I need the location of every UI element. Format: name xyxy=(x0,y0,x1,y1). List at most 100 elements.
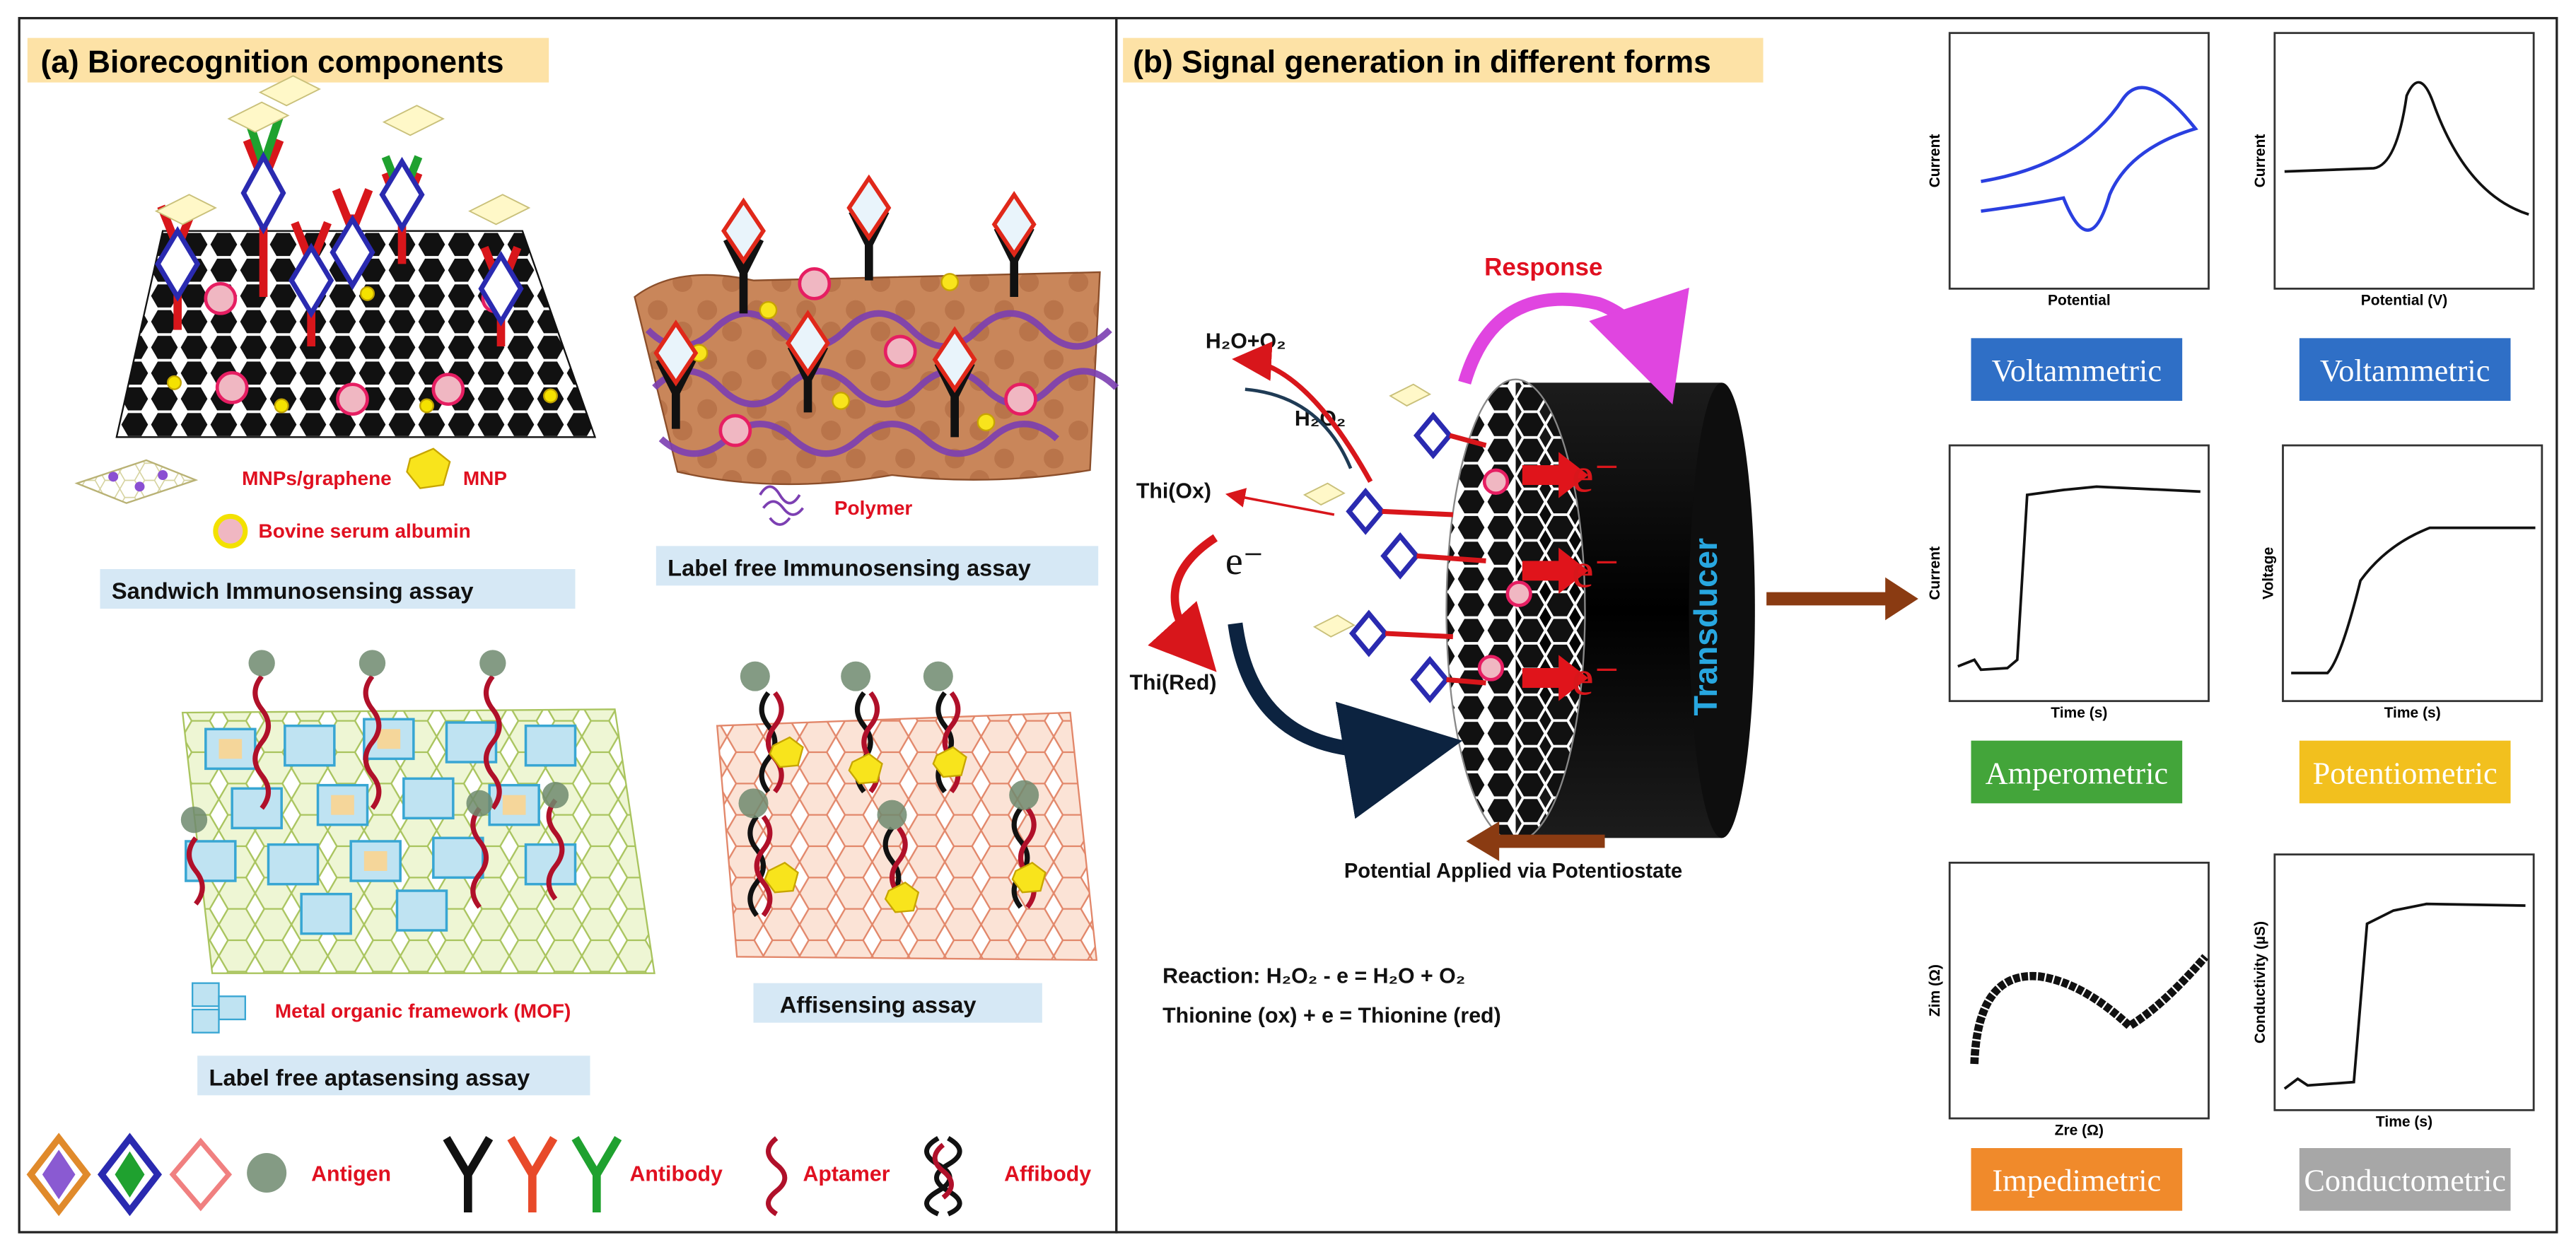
label-polymer: Polymer xyxy=(834,497,913,519)
aptasensing-illustration xyxy=(180,650,655,974)
mof-icon xyxy=(192,982,246,1034)
reaction-line-1: Reaction: H₂O₂ - e = H₂O + O₂ xyxy=(1162,965,1465,988)
affisensing-label-bg xyxy=(753,983,1042,1023)
method-badge xyxy=(2299,1148,2511,1211)
electron-return-arrow xyxy=(1228,622,1463,819)
thi-ox-label: Thi(Ox) xyxy=(1136,480,1211,503)
method-badge-label: Potentiometric xyxy=(2313,755,2498,790)
output-arrow xyxy=(1766,577,1918,621)
chart-curve xyxy=(2283,902,2526,1090)
thi-red-label: Thi(Red) xyxy=(1130,671,1217,694)
method-badge-label: Voltammetric xyxy=(2320,353,2490,388)
electron-cycle-label: e⁻ xyxy=(1225,539,1264,583)
potential-applied-label: Potential Applied via Potentiostate xyxy=(1344,860,1682,882)
chart-xlabel: Time (s) xyxy=(2384,705,2441,721)
thi-ox-arrow xyxy=(1225,488,1335,516)
label-free-immuno-label-bg xyxy=(655,546,1099,586)
chart-xlabel: Time (s) xyxy=(2376,1114,2432,1130)
electrode-bioreceptors xyxy=(1302,383,1532,703)
panel-b-title: (b) Signal generation in different forms xyxy=(1133,45,1711,80)
affisensing-label: Affisensing assay xyxy=(780,992,977,1018)
electron-label-1: e⁻ xyxy=(1572,448,1620,503)
affisensing-illustration xyxy=(716,661,1098,961)
electron-label-2: e⁻ xyxy=(1572,544,1620,599)
mnps-graphene-icon xyxy=(74,459,199,504)
chart-ylabel: Voltage xyxy=(2260,547,2276,599)
method-badge xyxy=(2299,740,2511,804)
antigen-icons xyxy=(26,1133,287,1217)
method-badge-label: Conductometric xyxy=(2304,1163,2506,1198)
chart-ylabel: Conductivity (µS) xyxy=(2252,921,2268,1043)
h2o2-cycle-arc xyxy=(1245,387,1353,469)
method-badge xyxy=(1971,338,2183,401)
chart-frame xyxy=(2282,444,2543,703)
transducer-cylinder xyxy=(1445,378,1755,843)
electron-arrows xyxy=(1522,452,1589,701)
transducer-label: Transducer xyxy=(1687,538,1724,716)
label-free-immuno-illustration xyxy=(634,174,1119,486)
method-badge xyxy=(1971,740,2183,804)
aptasensing-label: Label free aptasensing assay xyxy=(209,1064,530,1090)
chart-xlabel: Time (s) xyxy=(2051,705,2107,721)
chart-frame xyxy=(2273,853,2535,1111)
mnp-icon xyxy=(406,447,451,489)
label-bsa: Bovine serum albumin xyxy=(259,520,471,542)
chart-curve xyxy=(1981,86,2198,232)
chart-frame xyxy=(1948,444,2210,703)
label-free-immuno-label: Label free Immunosensing assay xyxy=(668,554,1031,580)
potential-arrow xyxy=(1466,821,1605,861)
aptamer-icon xyxy=(766,1136,788,1217)
chart-xlabel: Zre (Ω) xyxy=(2055,1122,2104,1138)
method-badge xyxy=(1971,1148,2183,1211)
label-antibody: Antibody xyxy=(630,1163,723,1186)
chart-5: Zim (Ω) Zre (Ω) Impedimetric xyxy=(1927,861,2210,1211)
sandwich-assay-illustration xyxy=(115,75,597,438)
bsa-icon xyxy=(213,513,248,549)
panel-b-title-bg xyxy=(1123,37,1764,83)
thi-cycle-red-arrow xyxy=(1148,534,1218,672)
chart-curve xyxy=(1970,954,2209,1065)
chart-frame xyxy=(1948,32,2210,290)
response-label: Response xyxy=(1484,254,1602,281)
chart-xlabel: Potential (V) xyxy=(2361,293,2448,309)
chart-ylabel: Current xyxy=(2252,134,2268,188)
sandwich-assay-label: Sandwich Immunosensing assay xyxy=(112,578,474,604)
label-antigen: Antigen xyxy=(311,1163,391,1186)
method-badge xyxy=(2299,338,2511,401)
chart-frame xyxy=(2273,32,2535,290)
chart-curve xyxy=(2284,81,2529,216)
label-mof: Metal organic framework (MOF) xyxy=(275,1000,571,1022)
h2o-o2-label: H₂O+O₂ xyxy=(1206,329,1286,353)
panel-a-title: (a) Biorecognition components xyxy=(41,45,504,80)
label-mnp: MNP xyxy=(463,467,507,489)
chart-xlabel: Potential xyxy=(2048,293,2111,309)
method-badge-label: Impedimetric xyxy=(1992,1163,2161,1198)
antibody-icons xyxy=(443,1136,622,1212)
aptasensing-label-bg xyxy=(197,1055,590,1096)
method-badge-label: Amperometric xyxy=(1986,755,2168,790)
label-aptamer: Aptamer xyxy=(803,1163,890,1186)
electron-label-3: e⁻ xyxy=(1572,651,1620,706)
response-arrow xyxy=(1458,287,1689,405)
chart-curve xyxy=(1957,485,2201,672)
polymer-icon xyxy=(759,485,804,526)
label-affibody: Affibody xyxy=(1004,1163,1091,1186)
reaction-line-2: Thionine (ox) + e = Thionine (red) xyxy=(1162,1005,1501,1028)
chart-ylabel: Current xyxy=(1927,546,1943,600)
method-badge-label: Voltammetric xyxy=(1992,353,2162,388)
chart-6: Conductivity (µS) Time (s) Conductometric xyxy=(2252,853,2535,1211)
label-mnps-graphene: MNPs/graphene xyxy=(242,467,392,489)
affibody-icon xyxy=(924,1135,962,1217)
chart-ylabel: Zim (Ω) xyxy=(1927,964,1943,1017)
chart-ylabel: Current xyxy=(1927,134,1943,188)
charts-grid: CurrentPotentialVoltammetricCurrentPoten… xyxy=(1927,32,2543,1211)
chart-curve xyxy=(2291,526,2536,674)
h2o2-cycle-arrow xyxy=(1232,341,1373,484)
panel-a-title-bg xyxy=(27,37,549,83)
sandwich-assay-label-bg xyxy=(100,569,576,609)
